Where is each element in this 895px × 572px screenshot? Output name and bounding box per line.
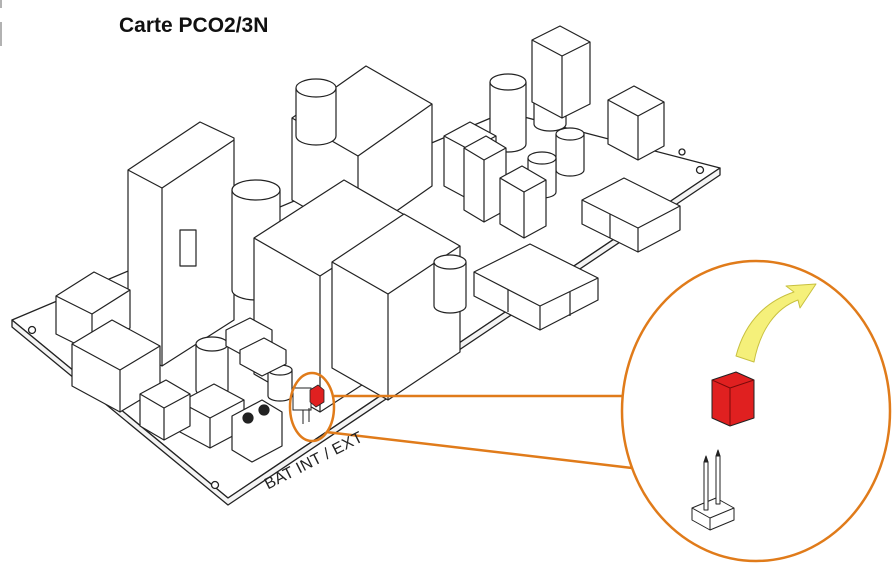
capacitor [295, 78, 337, 146]
component-box [499, 165, 547, 239]
two-pin-header-icon [691, 449, 735, 531]
battery-connector [231, 399, 283, 463]
mounting-hole [210, 480, 220, 490]
zoomed-jumper [691, 283, 817, 531]
transformer-left [127, 121, 235, 367]
terminal-block [473, 243, 599, 331]
ic-chip [225, 317, 287, 377]
board-edge [11, 167, 721, 506]
mounting-hole [678, 148, 686, 156]
diagram-title: Carte PCO2/3N [119, 14, 269, 37]
relay-box [607, 85, 665, 161]
components [55, 25, 681, 463]
zoom-callout [288, 259, 892, 563]
highlight-ellipse [288, 371, 336, 443]
capacitor [489, 73, 527, 153]
curved-arrow-icon [735, 283, 817, 363]
capacitor [555, 127, 585, 177]
relay-box [531, 25, 591, 119]
jumper-cap-icon [711, 371, 755, 427]
transformer-centre-2 [331, 213, 461, 401]
jumper-on-board [292, 384, 325, 424]
jumper-cap-icon [309, 384, 325, 408]
capacitor [433, 254, 467, 314]
mounting-hole [27, 325, 37, 335]
component-box [139, 379, 191, 441]
component-box [71, 319, 161, 413]
terminal-block [581, 177, 681, 253]
zoom-circle [620, 259, 892, 563]
mounting-hole [695, 165, 705, 175]
